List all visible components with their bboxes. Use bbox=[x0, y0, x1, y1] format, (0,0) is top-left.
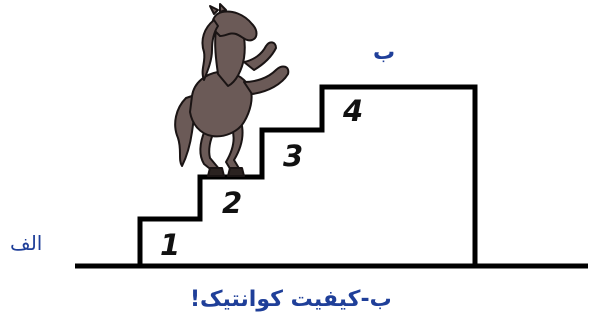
step-number-3: 3 bbox=[283, 139, 304, 173]
staircase-outline bbox=[137, 84, 478, 266]
rearing-horse-icon bbox=[174, 3, 290, 177]
step-number-1: 1 bbox=[160, 228, 181, 262]
step-number-2: 2 bbox=[222, 186, 243, 220]
step-number-4: 4 bbox=[343, 94, 364, 128]
label-alef: الف bbox=[10, 231, 43, 255]
diagram-caption: ب-کیفیت کوانتیک! bbox=[190, 287, 392, 312]
label-be: ب bbox=[373, 40, 396, 65]
